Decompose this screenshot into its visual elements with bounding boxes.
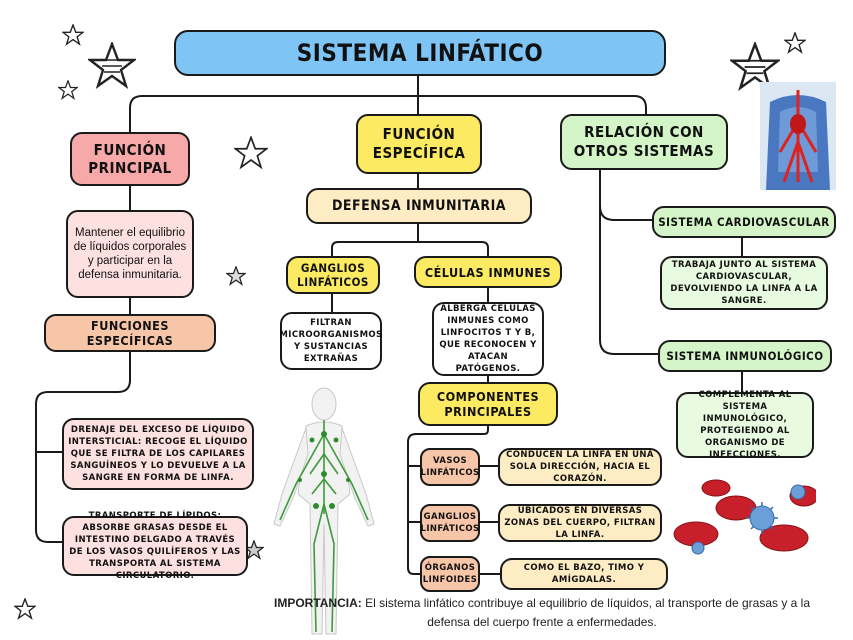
inmuno-text: COMPLEMENTA AL SISTEMA INMUNOLÓGICO, PRO… bbox=[676, 390, 814, 460]
ganglios-text: FILTRAN MICROORGANISMOS Y SUSTANCIAS EXT… bbox=[279, 312, 382, 370]
star-icon bbox=[784, 32, 806, 54]
page-title: SISTEMA LINFÁTICO bbox=[174, 30, 666, 76]
component-name: ÓRGANOS LINFOIDES bbox=[420, 556, 480, 592]
defense-heading: DEFENSA INMUNITARIA bbox=[306, 188, 532, 224]
star-icon bbox=[88, 42, 136, 90]
cardio-text: TRABAJA JUNTO AL SISTEMA CARDIOVASCULAR,… bbox=[660, 256, 828, 310]
function-principal-text: Mantener el equilibrio de líquidos corpo… bbox=[66, 210, 194, 298]
specific-functions-heading: FUNCIONES ESPECÍFICAS bbox=[44, 314, 216, 352]
specific-function-item: TRANSPORTE DE LÍPIDOS: ABSORBE GRASAS DE… bbox=[62, 511, 248, 581]
importance-footer: IMPORTANCIA: El sistema linfático contri… bbox=[262, 594, 822, 632]
importance-label: IMPORTANCIA: bbox=[273, 596, 362, 610]
component-name: GANGLIOS LINFÁTICOS bbox=[420, 504, 480, 542]
celulas-text: ALBERGA CÉLULAS INMUNES COMO LINFOCITOS … bbox=[432, 302, 544, 376]
star-icon bbox=[14, 598, 36, 620]
function-specific-heading: FUNCIÓN ESPECÍFICA bbox=[356, 114, 482, 174]
lymphatic-body-image bbox=[273, 387, 375, 635]
function-principal-heading: FUNCIÓN PRINCIPAL bbox=[70, 132, 190, 186]
specific-function-item: DRENAJE DEL EXCESO DE LÍQUIDO INTERSTICI… bbox=[62, 418, 254, 490]
celulas-heading: CÉLULAS INMUNES bbox=[414, 256, 562, 288]
torso-circulation-image bbox=[760, 82, 836, 190]
componentes-heading: COMPONENTES PRINCIPALES bbox=[418, 382, 558, 426]
inmuno-heading: SISTEMA INMUNOLÓGICO bbox=[658, 340, 832, 372]
component-name: VASOS LINFÁTICOS bbox=[420, 448, 480, 486]
star-icon bbox=[58, 80, 78, 100]
blood-cells-virus-image bbox=[672, 478, 816, 558]
star-icon bbox=[62, 24, 84, 46]
cardio-heading: SISTEMA CARDIOVASCULAR bbox=[652, 206, 836, 238]
ganglios-heading: GANGLIOS LINFÁTICOS bbox=[286, 256, 380, 294]
component-desc: COMO EL BAZO, TIMO Y AMÍGDALAS. bbox=[500, 558, 668, 590]
star-icon bbox=[226, 266, 246, 286]
component-desc: UBICADOS EN DIVERSAS ZONAS DEL CUERPO, F… bbox=[498, 504, 662, 542]
component-desc: CONDUCEN LA LINFA EN UNA SOLA DIRECCIÓN,… bbox=[498, 448, 662, 486]
star-icon bbox=[234, 136, 268, 170]
star-icon bbox=[730, 42, 780, 92]
relation-heading: RELACIÓN CON OTROS SISTEMAS bbox=[560, 114, 728, 170]
importance-text: El sistema linfático contribuye al equil… bbox=[365, 596, 811, 629]
